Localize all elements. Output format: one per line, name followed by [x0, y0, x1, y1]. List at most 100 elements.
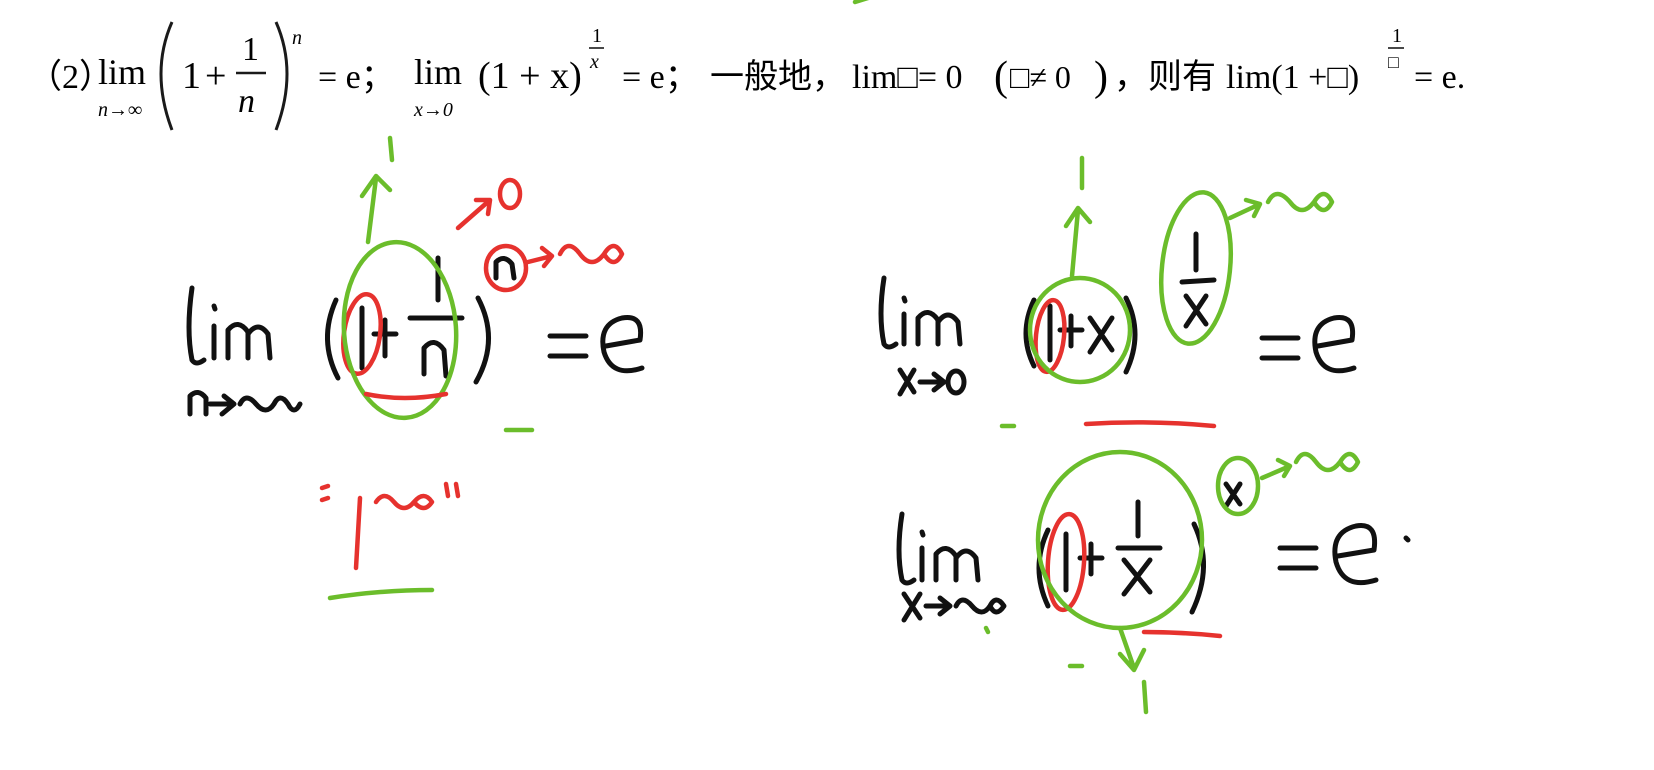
red-zero: [497, 177, 523, 211]
green3-circle-exponent: [1215, 455, 1261, 517]
hw3-dot: [1403, 535, 1411, 543]
hw3-sub-arrow: [923, 595, 953, 617]
cond-text: □≠ 0: [1010, 59, 1071, 95]
eq-e-2: = e；: [622, 59, 699, 96]
green2-circle-base: [1027, 275, 1133, 385]
red2-underline: [1083, 420, 1217, 429]
red-close-quote: [443, 481, 461, 499]
handwritten-formula-right-top: [878, 155, 1357, 429]
hw3-e: [1332, 523, 1379, 586]
hw2-x: [1087, 315, 1115, 355]
red-arrow-to-infinity: [525, 245, 555, 269]
handwritten-formula-right-bottom: [896, 449, 1411, 715]
hw-equals: [547, 333, 589, 359]
hw2-exp-bar: [1179, 277, 1217, 285]
green3-label-one: [1141, 679, 1149, 715]
base2: (1 + x): [478, 55, 582, 97]
frac1-numerator: 1: [242, 31, 259, 68]
hw3-sub-x: [901, 591, 923, 623]
then-have-text: ，则有: [1114, 58, 1216, 96]
hw3-i-dot: [919, 529, 926, 538]
hw-l: [186, 285, 207, 366]
hw-i-dot: [211, 303, 218, 312]
hw2-m: [915, 310, 963, 347]
big-right-paren-1: [274, 21, 289, 131]
green2-arrow-to-infinity: [1227, 197, 1263, 221]
green2-infinity: [1265, 191, 1335, 213]
big-left-paren-1: [159, 21, 174, 131]
red3-underline: [1141, 629, 1223, 639]
term-plus-1: +: [205, 55, 226, 97]
hw2-equals: [1259, 335, 1301, 361]
hw2-sub-arrow: [917, 371, 947, 393]
hw-sub-n: [187, 390, 209, 417]
hw3-sub-infinity: [953, 597, 1007, 615]
hw-left-paren: [325, 297, 341, 381]
red2-circle-one: [1033, 297, 1067, 375]
hw-exponent-n: [493, 256, 517, 281]
eq-e-1: = e；: [318, 59, 395, 96]
hw-right-paren: [473, 295, 491, 385]
hw3-frac-x: [1121, 557, 1153, 597]
red-underline-denominator: [363, 391, 449, 401]
red-infinity: [557, 243, 625, 265]
hw2-l: [878, 275, 899, 350]
lim-text-2: lim: [414, 52, 462, 92]
green3-infinity: [1293, 451, 1361, 473]
green3-arrow-to-infinity: [1259, 457, 1293, 481]
hw2-exp-x: [1183, 293, 1209, 329]
red3-circle-one: [1045, 511, 1087, 613]
lim-box-zero: lim□= 0: [852, 59, 963, 96]
hw-sub-infinity: [237, 395, 303, 413]
red-quote-equals: [319, 483, 331, 503]
handwritten-formula-left: [186, 135, 645, 601]
hw-sub-arrow: [207, 393, 237, 417]
exp3-denominator: □: [1388, 52, 1399, 72]
lim-box: lim(1 +□): [1226, 59, 1359, 96]
red-exp-infinity: [373, 493, 435, 511]
red-circle-exponent: [483, 243, 529, 293]
term-one-1: 1: [182, 55, 201, 97]
frac1-denominator: n: [238, 83, 255, 120]
hw3-right-paren: [1189, 521, 1206, 615]
hw-e: [600, 314, 645, 374]
exp2-numerator: 1: [592, 25, 602, 47]
exp3-numerator: 1: [1392, 25, 1402, 47]
green2-circle-exponent: [1159, 190, 1233, 346]
hw3-equals: [1277, 545, 1319, 571]
green3-dot: [983, 625, 991, 635]
hw2-left-paren: [1023, 297, 1037, 369]
green3-arrow-down: [1117, 625, 1147, 673]
hw-plus: [371, 317, 399, 359]
hw2-e: [1312, 314, 1357, 374]
hw2-sub-x: [897, 367, 917, 397]
hw2-right-paren: [1123, 295, 1138, 375]
green2-arrow-up: [1063, 205, 1093, 279]
hw-frac-n: [421, 340, 449, 379]
red-base-one: [353, 495, 363, 571]
top-green-tick: [852, 0, 870, 5]
hw2-sub-zero: [945, 368, 967, 396]
red-arrow-to-zero: [455, 197, 493, 231]
green3-circle-base: [1035, 449, 1205, 631]
hw2-i-dot: [901, 295, 908, 304]
lim-text-1: lim: [98, 52, 146, 92]
lim-subscript-1: n→∞: [98, 99, 142, 121]
green-circle-base: [341, 239, 459, 421]
hw3-exp-x: [1223, 481, 1243, 509]
eq-e-3: = e.: [1414, 59, 1465, 96]
exp1: n: [292, 27, 302, 49]
printed-formula-line: （2） lim n→∞ 1 + 1 n n = e； lim x→0 (1 + …: [0, 0, 1654, 150]
cond-open-paren: (: [994, 54, 1008, 100]
cond-close-paren: ): [1094, 54, 1108, 100]
green-underline-1inf: [327, 587, 435, 601]
general-text: 一般地，: [710, 58, 846, 96]
hw3-l: [896, 511, 917, 586]
hw-m: [225, 322, 273, 361]
green-label-one: [387, 135, 395, 163]
hw3-left-paren: [1036, 527, 1051, 609]
green-arrow-up: [359, 173, 393, 245]
formula-svg: （2） lim n→∞ 1 + 1 n n = e； lim x→0 (1 + …: [28, 21, 1465, 131]
